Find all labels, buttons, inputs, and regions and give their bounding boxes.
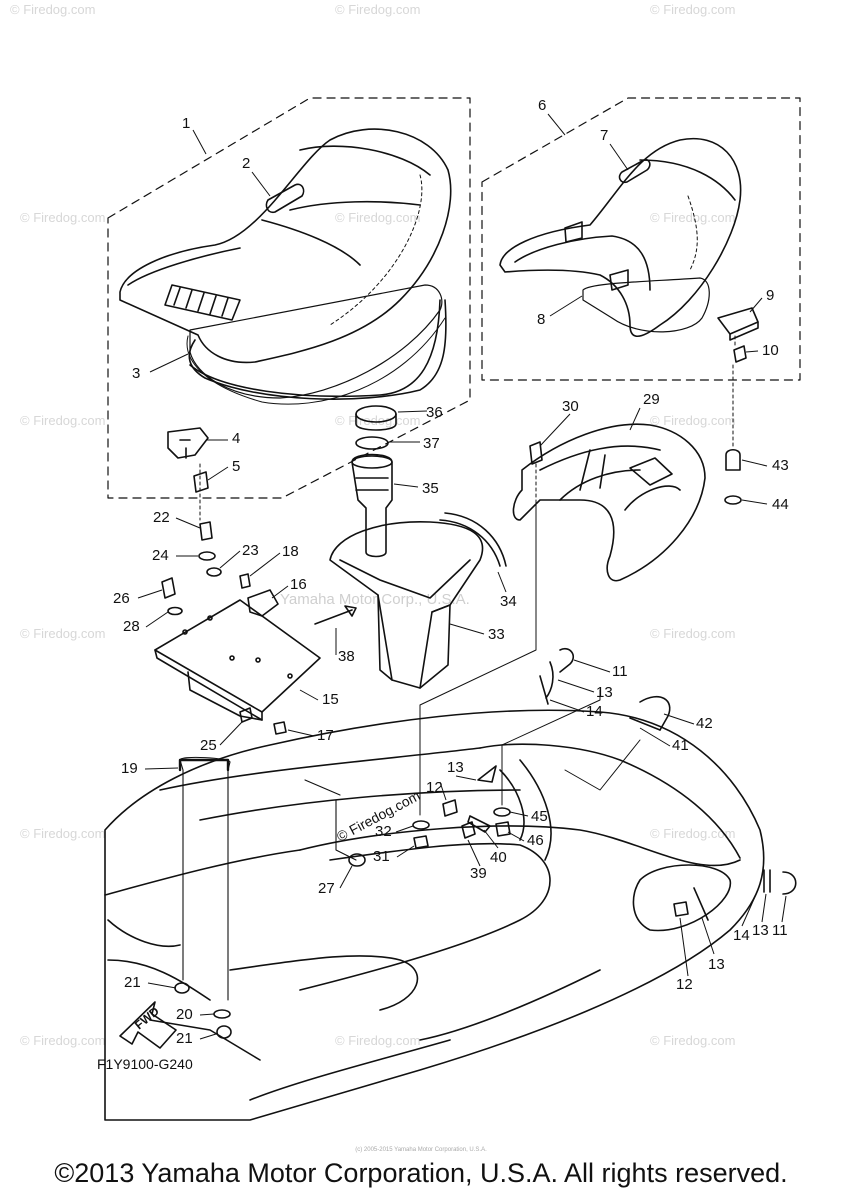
callout-4: 4 <box>232 430 240 447</box>
site-watermark: © Firedog.com <box>335 2 420 17</box>
site-watermark: © Firedog.com <box>10 2 95 17</box>
callout-11: 11 <box>772 922 788 939</box>
ref-code: F1Y9100-G240 <box>97 1056 193 1072</box>
callout-leaders <box>137 113 787 1040</box>
callout-23: 23 <box>242 542 259 559</box>
callout-8: 8 <box>537 311 545 328</box>
callout-6: 6 <box>538 97 546 114</box>
callout-13: 13 <box>708 956 725 973</box>
callout-28: 28 <box>123 618 140 635</box>
callout-35: 35 <box>422 480 439 497</box>
callout-25: 25 <box>200 737 217 754</box>
bracket-15-drawing <box>154 577 321 735</box>
site-watermark: © Firedog.com <box>20 826 105 841</box>
callout-38: 38 <box>338 648 355 665</box>
callout-5: 5 <box>232 458 240 475</box>
callout-9: 9 <box>766 287 774 304</box>
storage-bin-drawing <box>314 405 507 689</box>
site-watermark: © Firedog.com <box>650 413 735 428</box>
fwd-arrow <box>119 1001 177 1049</box>
callout-44: 44 <box>772 496 789 513</box>
callout-37: 37 <box>423 435 440 452</box>
callout-36: 36 <box>426 404 443 421</box>
rear-frame-29-drawing <box>512 364 742 582</box>
site-watermark: © Firedog.com <box>335 210 420 225</box>
callout-46: 46 <box>527 832 544 849</box>
callout-14: 14 <box>733 927 750 944</box>
callout-40: 40 <box>490 849 507 866</box>
callout-27: 27 <box>318 880 335 897</box>
callout-22: 22 <box>153 509 170 526</box>
front-seat-drawing <box>119 128 452 405</box>
site-watermark: © Firedog.com <box>650 1033 735 1048</box>
callout-13: 13 <box>447 759 464 776</box>
callout-11: 11 <box>612 663 628 680</box>
callout-12: 12 <box>426 779 443 796</box>
copyright-notice: ©2013 Yamaha Motor Corporation, U.S.A. A… <box>54 1158 788 1188</box>
callout-13: 13 <box>752 922 769 939</box>
rear-seat-drawing <box>499 137 759 363</box>
site-watermark: © Firedog.com <box>650 826 735 841</box>
site-watermark: © Firedog.com <box>650 626 735 641</box>
callout-16: 16 <box>290 576 307 593</box>
site-watermark: © Firedog.com <box>650 2 735 17</box>
callouts: 1 2 3 4 5 6 7 8 9 10 11 12 13 14 15 16 1… <box>113 97 789 1047</box>
fine-print: (c) 2005-2015 Yamaha Motor Corporation, … <box>355 1147 487 1153</box>
site-watermark: © Firedog.com <box>20 1033 105 1048</box>
callout-42: 42 <box>696 715 713 732</box>
callout-43: 43 <box>772 457 789 474</box>
callout-2: 2 <box>242 155 250 172</box>
callout-41: 41 <box>672 737 689 754</box>
callout-33: 33 <box>488 626 505 643</box>
hull-deck-drawing <box>104 709 765 1121</box>
callout-3: 3 <box>132 365 140 382</box>
site-watermark: © Firedog.com <box>20 413 105 428</box>
callout-21: 21 <box>176 1030 193 1047</box>
callout-31: 31 <box>373 848 390 865</box>
callout-12: 12 <box>676 976 693 993</box>
callout-26: 26 <box>113 590 130 607</box>
callout-14: 14 <box>586 703 603 720</box>
callout-30: 30 <box>562 398 579 415</box>
callout-7: 7 <box>600 127 608 144</box>
front-latch-drawing <box>167 427 279 617</box>
site-watermark: © Firedog.com <box>335 1033 420 1048</box>
callout-10: 10 <box>762 342 779 359</box>
callout-34: 34 <box>500 593 517 610</box>
callout-17: 17 <box>317 727 334 744</box>
seat-assembly-6-box <box>481 97 801 381</box>
callout-29: 29 <box>643 391 660 408</box>
site-watermark: © Firedog.com <box>335 413 420 428</box>
callout-32: 32 <box>375 823 392 840</box>
callout-18: 18 <box>282 543 299 560</box>
callout-1: 1 <box>182 115 190 132</box>
callout-45: 45 <box>531 808 548 825</box>
seat-assembly-1-box <box>107 97 471 499</box>
site-watermark: © Firedog.com <box>20 626 105 641</box>
site-watermark: © Firedog.com <box>650 210 735 225</box>
callout-39: 39 <box>470 865 487 882</box>
callout-19: 19 <box>121 760 138 777</box>
callout-15: 15 <box>322 691 339 708</box>
callout-20: 20 <box>176 1006 193 1023</box>
fwd-label: FWD <box>132 1004 162 1033</box>
leader-lines <box>179 504 641 1001</box>
site-watermark: © Firedog.com <box>20 210 105 225</box>
callout-13: 13 <box>596 684 613 701</box>
callout-21: 21 <box>124 974 141 991</box>
callout-24: 24 <box>152 547 169 564</box>
